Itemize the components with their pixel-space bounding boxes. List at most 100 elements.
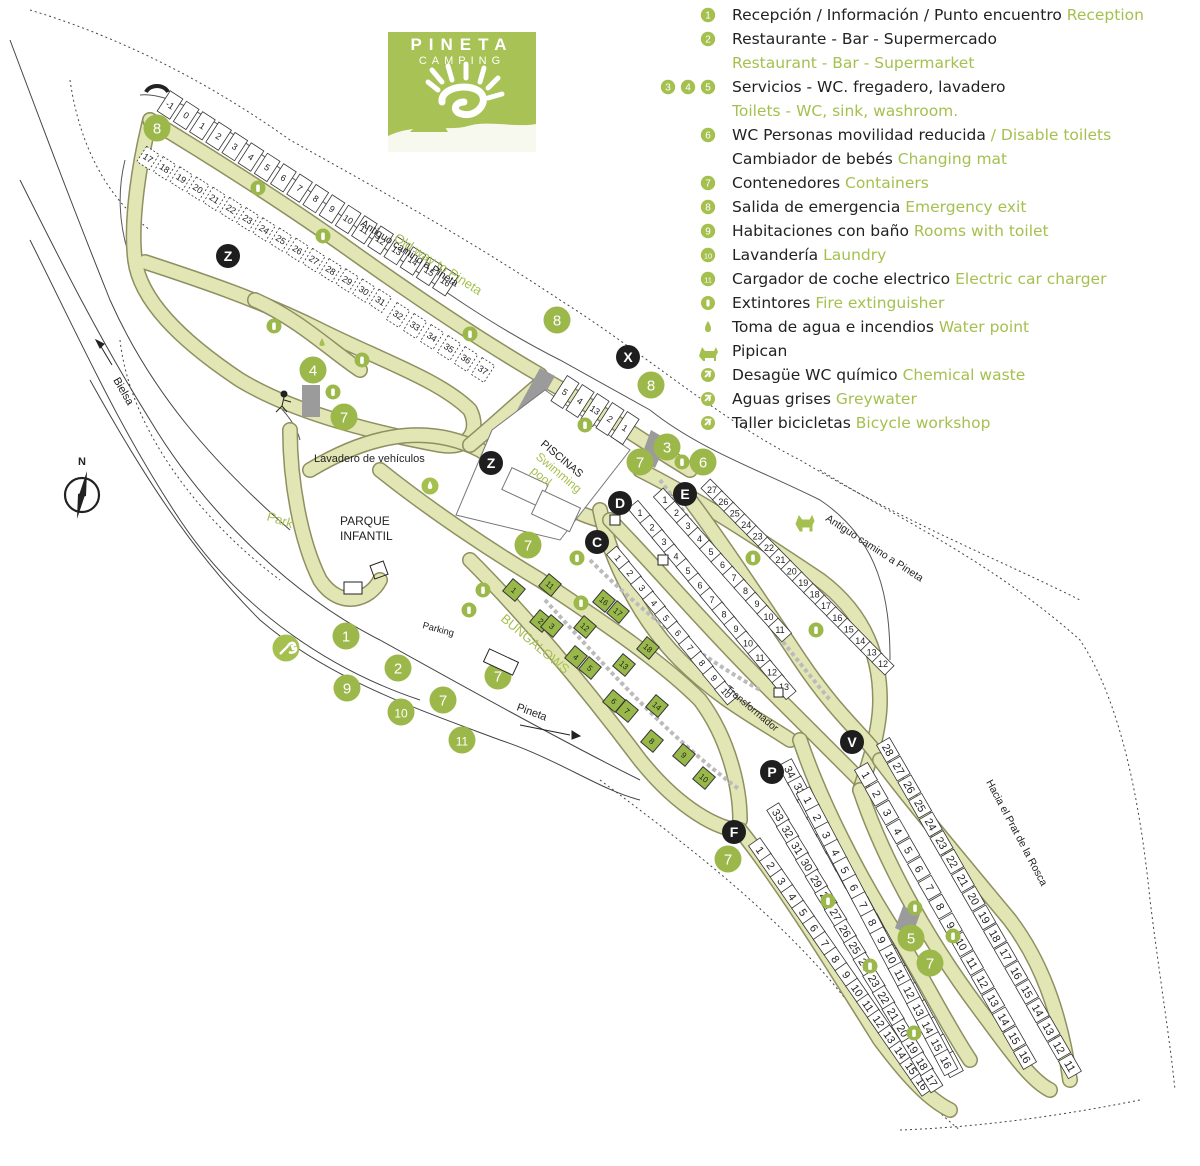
fire-extinguisher-icon xyxy=(325,384,341,400)
pitch-number: 27 xyxy=(827,907,844,924)
pitch-number: 8 xyxy=(696,658,707,668)
pitch: 10 xyxy=(334,204,362,235)
pitch-number: 35 xyxy=(442,341,456,355)
legend-es: Servicios - WC. fregadero, lavadero xyxy=(732,78,1006,96)
pitch-number: 28 xyxy=(324,263,338,277)
pitch-number: 15 xyxy=(1005,1030,1022,1047)
pitch-number: 11 xyxy=(859,998,875,1014)
bungalow: 7 xyxy=(615,699,639,723)
zone-letter: D xyxy=(615,495,625,511)
pitch: 2 xyxy=(205,121,232,151)
pitch-number: 11 xyxy=(1061,1059,1077,1075)
bungalow: 16 xyxy=(592,589,616,613)
legend-en: Reception xyxy=(1067,6,1144,24)
pitch-number: 16 xyxy=(937,1055,953,1071)
zone-marker: X xyxy=(616,345,640,369)
pitch-number: 1 xyxy=(753,845,766,857)
zone-letter: X xyxy=(623,349,633,365)
pitch: 11 xyxy=(855,993,881,1019)
pineta-road-label: Pineta xyxy=(515,702,549,724)
zone-letter: P xyxy=(767,764,776,780)
pitch-number: 26 xyxy=(718,497,728,507)
pitch: 15 xyxy=(1002,1025,1027,1052)
pitch-number: 13 xyxy=(779,682,789,692)
legend-es: Contenedores xyxy=(732,174,845,192)
pitch-number: 22 xyxy=(224,202,238,216)
legend-text: Restaurante - Bar - Supermercado xyxy=(732,30,997,48)
legend-text: Desagüe WC químico Chemical waste xyxy=(732,366,1025,384)
fire-extinguisher-icon xyxy=(808,622,824,638)
legend-en: Water point xyxy=(939,318,1029,336)
bicycle-workshop-figure-icon xyxy=(275,390,292,413)
facility-badge: 1 xyxy=(332,622,360,650)
pitch-number: 27 xyxy=(890,761,907,778)
legend-row: Toma de agua e incendios Water point xyxy=(705,318,1029,336)
pitch-number: 7 xyxy=(295,183,305,194)
pitch-number: 4 xyxy=(785,891,798,903)
bungalow: 18 xyxy=(636,636,660,660)
pitch-number: 1 xyxy=(662,495,667,505)
pitch: 17 xyxy=(136,145,160,171)
pitch-number: 30 xyxy=(357,284,371,298)
pitch: 3 xyxy=(875,799,900,826)
pitch: 22 xyxy=(871,984,896,1011)
terrain-outlines xyxy=(9,9,1176,1131)
pitch: 33 xyxy=(402,312,428,340)
road-arrows xyxy=(94,338,582,740)
legend-badge-number: 10 xyxy=(704,252,712,261)
pitch-number: 6 xyxy=(278,172,288,183)
fire-extinguisher-icon xyxy=(315,228,331,244)
pitch-number: 12 xyxy=(767,668,777,678)
pitch-number: 13 xyxy=(880,1029,897,1046)
fire-extinguisher-icon xyxy=(573,595,589,611)
pitch: 24 xyxy=(918,811,943,838)
pitch-number: 6 xyxy=(697,581,702,591)
zone-marker: E xyxy=(673,482,697,506)
pitch: 11 xyxy=(959,950,985,976)
badge-number: 2 xyxy=(394,661,402,678)
pitch-number: 9 xyxy=(839,969,852,981)
pitch-number: 5 xyxy=(837,865,850,876)
pitch: 2 xyxy=(864,780,889,807)
pitch: 1 xyxy=(853,762,879,788)
legend-es: Aguas grises xyxy=(732,390,836,408)
legend-text: Servicios - WC. fregadero, lavadero xyxy=(732,78,1006,96)
pitch-number: 8 xyxy=(828,954,841,966)
sun-icon xyxy=(425,61,505,119)
bungalow-number: 1 xyxy=(509,586,519,596)
pitch-number: 10 xyxy=(743,639,753,649)
pitch-number: 5 xyxy=(660,613,671,623)
legend-badge-number: 5 xyxy=(705,83,711,94)
legend-en: Electric car charger xyxy=(955,270,1107,288)
zone-letter: Z xyxy=(487,455,496,471)
map-small-icons xyxy=(144,84,815,698)
pitch-number: 13 xyxy=(1040,1021,1057,1038)
bungalow-number: 6 xyxy=(609,697,619,707)
pitch-number: 18 xyxy=(913,1056,930,1073)
legend-text: Restaurant - Bar - Supermarket xyxy=(732,54,974,72)
pitch-number: 9 xyxy=(733,624,738,634)
north-arrow: N xyxy=(63,456,101,519)
pitch-number: 9 xyxy=(327,204,337,215)
pitch-number: 1 xyxy=(801,795,814,806)
pitch: 23 xyxy=(929,830,954,856)
pitch: 5 xyxy=(253,152,281,183)
legend-text: Recepción / Información / Punto encuentr… xyxy=(732,6,1144,24)
pitch-number: 16 xyxy=(1007,965,1024,982)
logo-word-top: PINETA xyxy=(410,35,513,54)
pitch: 12 xyxy=(1047,1034,1072,1061)
pitch-number: 23 xyxy=(753,532,763,542)
pitch-number: 12 xyxy=(900,985,916,1001)
pitch-number: 15 xyxy=(1018,984,1035,1001)
pitch-number: 20 xyxy=(965,891,982,908)
pitch: 8 xyxy=(302,183,330,214)
pitch: 10 xyxy=(714,680,738,706)
facility-badge: 7 xyxy=(330,403,358,431)
pitch: 30 xyxy=(795,852,819,878)
lavadero-label: Lavadero de vehículos xyxy=(314,453,425,465)
fire-extinguisher-icon xyxy=(945,928,961,944)
fire-extinguisher-icon xyxy=(745,550,761,566)
